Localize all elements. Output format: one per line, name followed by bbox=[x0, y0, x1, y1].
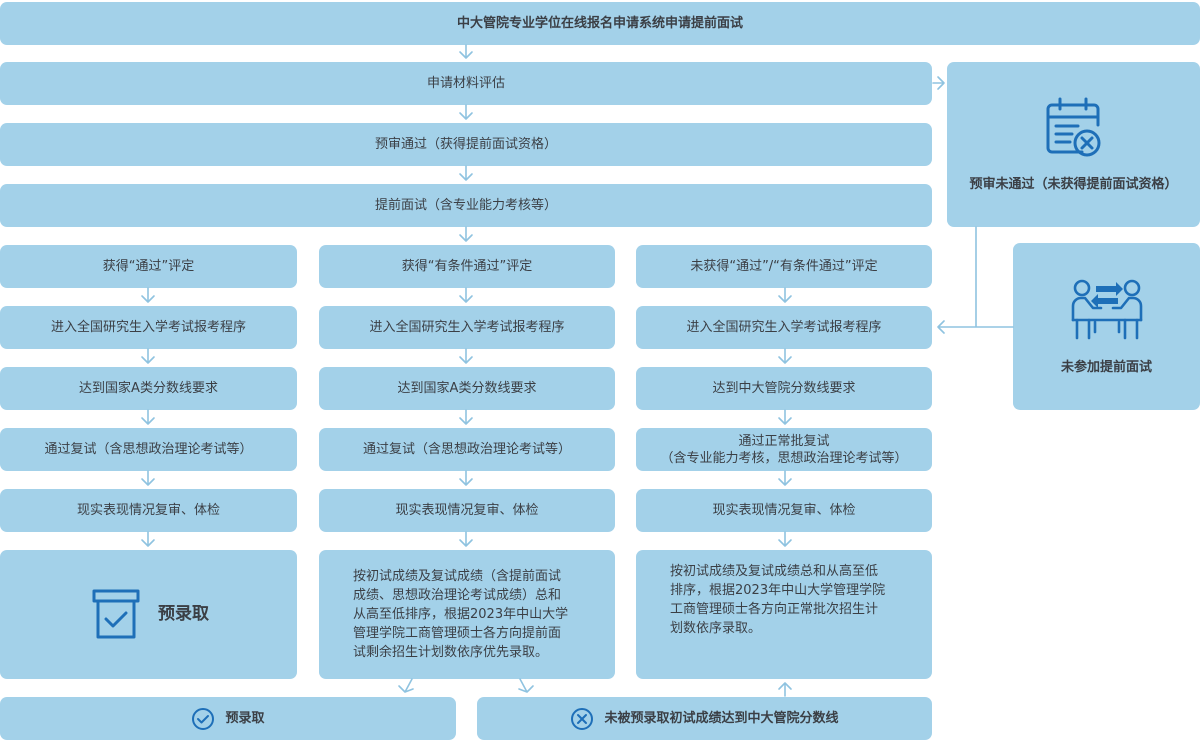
step-evaluation-text: 申请材料评估 bbox=[426, 76, 505, 91]
col2-rule-line: 试剩余招生计划数依序优先录取。 bbox=[353, 645, 549, 660]
col2-row1-text: 获得“有条件通过”评定 bbox=[401, 259, 533, 274]
col1-row5: 现实表现情况复审、体检 bbox=[0, 489, 297, 532]
col2-admission-rule-text: 按初试成绩及复试成绩（含提前面试 成绩、思想政治理论考试成绩）总和 从高至低排序… bbox=[353, 567, 568, 662]
arrow-down bbox=[141, 348, 155, 364]
side-prereview-fail: 预审未通过（未获得提前面试资格） bbox=[947, 62, 1200, 227]
col3-row1: 未获得“通过”/“有条件通过”评定 bbox=[636, 245, 932, 288]
arrow-right bbox=[932, 76, 945, 90]
step-prereview-pass-text: 预审通过（获得提前面试资格） bbox=[374, 137, 557, 152]
arrow-left bbox=[937, 226, 1014, 334]
col2-rule-line: 成绩、思想政治理论考试成绩）总和 bbox=[353, 588, 562, 603]
clipboard-check-icon bbox=[92, 589, 140, 638]
col2-row2-text: 进入全国研究生入学考试报考程序 bbox=[369, 320, 565, 335]
arrow-down bbox=[778, 409, 792, 425]
col2-rule-line: 管理学院工商管理硕士各方向提前面 bbox=[353, 626, 562, 641]
top-title-text: 中大管院专业学位在线报名申请系统申请提前面试 bbox=[456, 16, 743, 31]
col1-row2: 进入全国研究生入学考试报考程序 bbox=[0, 306, 297, 349]
side-no-interview-text: 未参加提前面试 bbox=[1060, 360, 1152, 375]
col3-row3-text: 达到中大管院分数线要求 bbox=[712, 381, 856, 396]
col1-row4: 通过复试（含思想政治理论考试等） bbox=[0, 428, 297, 471]
arrow-down bbox=[459, 470, 473, 486]
arrow-down bbox=[459, 348, 473, 364]
side-prereview-fail-text: 预审未通过（未获得提前面试资格） bbox=[969, 177, 1178, 192]
col2-row4: 通过复试（含思想政治理论考试等） bbox=[319, 428, 615, 471]
col3-admission-rule-text: 按初试成绩及复试成绩总和从高至低 排序，根据2023年中山大学管理学院 工商管理… bbox=[670, 562, 885, 638]
col2-admission-rule: 按初试成绩及复试成绩（含提前面试 成绩、思想政治理论考试成绩）总和 从高至低排序… bbox=[319, 550, 615, 679]
calendar-cancel-icon bbox=[1046, 97, 1100, 157]
arrow-down bbox=[459, 165, 473, 181]
step-evaluation: 申请材料评估 bbox=[0, 62, 932, 105]
col1-row1-text: 获得“通过”评定 bbox=[102, 259, 195, 274]
col2-row3-text: 达到国家A类分数线要求 bbox=[397, 381, 537, 396]
arrow-up bbox=[778, 682, 792, 697]
arrow-diagonal bbox=[518, 678, 534, 693]
cross-circle-icon bbox=[571, 707, 594, 730]
col2-row5-text: 现实表现情况复审、体检 bbox=[395, 503, 539, 518]
col2-row1: 获得“有条件通过”评定 bbox=[319, 245, 615, 288]
arrow-down bbox=[459, 44, 473, 59]
arrow-down bbox=[778, 348, 792, 364]
col3-row5-text: 现实表现情况复审、体检 bbox=[712, 503, 856, 518]
arrow-down bbox=[141, 470, 155, 486]
step-prereview-pass: 预审通过（获得提前面试资格） bbox=[0, 123, 932, 166]
side-no-interview: 未参加提前面试 bbox=[1013, 243, 1200, 410]
arrow-down bbox=[141, 531, 155, 547]
col3-admission-rule: 按初试成绩及复试成绩总和从高至低 排序，根据2023年中山大学管理学院 工商管理… bbox=[636, 550, 932, 679]
check-circle-icon bbox=[192, 707, 215, 730]
col1-row4-text: 通过复试（含思想政治理论考试等） bbox=[44, 442, 253, 457]
bottom-pre-admission-text: 预录取 bbox=[225, 711, 265, 726]
step-early-interview-text: 提前面试（含专业能力考核等） bbox=[374, 198, 557, 213]
col2-row4-text: 通过复试（含思想政治理论考试等） bbox=[362, 442, 571, 457]
col2-rule-line: 按初试成绩及复试成绩（含提前面试 bbox=[353, 569, 562, 584]
arrow-diagonal bbox=[398, 678, 414, 693]
col3-row4: 通过正常批复试 （含专业能力考核，思想政治理论考试等） bbox=[636, 428, 932, 471]
arrow-down bbox=[778, 470, 792, 486]
col3-row4-line: 通过正常批复试 bbox=[738, 433, 830, 449]
col1-pre-admission: 预录取 bbox=[0, 550, 297, 679]
col3-row5: 现实表现情况复审、体检 bbox=[636, 489, 932, 532]
col1-row3: 达到国家A类分数线要求 bbox=[0, 367, 297, 410]
col3-rule-line: 按初试成绩及复试成绩总和从高至低 bbox=[670, 564, 879, 579]
col2-rule-line: 从高至低排序，根据2023年中山大学 bbox=[353, 607, 569, 622]
col1-pre-admission-text: 预录取 bbox=[158, 604, 209, 624]
bottom-not-admitted-text: 未被预录取初试成绩达到中大管院分数线 bbox=[604, 711, 839, 726]
bottom-not-admitted: 未被预录取初试成绩达到中大管院分数线 bbox=[477, 697, 932, 740]
col3-rule-line: 工商管理硕士各方向正常批次招生计 bbox=[670, 602, 879, 617]
arrow-down bbox=[778, 531, 792, 547]
arrow-down bbox=[459, 287, 473, 303]
arrow-down bbox=[141, 409, 155, 425]
col3-row2: 进入全国研究生入学考试报考程序 bbox=[636, 306, 932, 349]
step-early-interview: 提前面试（含专业能力考核等） bbox=[0, 184, 932, 227]
arrow-down bbox=[459, 409, 473, 425]
col3-row2-text: 进入全国研究生入学考试报考程序 bbox=[686, 320, 882, 335]
col2-row2: 进入全国研究生入学考试报考程序 bbox=[319, 306, 615, 349]
meeting-people-icon bbox=[1071, 279, 1142, 340]
arrow-down bbox=[778, 287, 792, 303]
col1-row1: 获得“通过”评定 bbox=[0, 245, 297, 288]
col1-row3-text: 达到国家A类分数线要求 bbox=[79, 381, 218, 396]
top-title: 中大管院专业学位在线报名申请系统申请提前面试 bbox=[0, 2, 1200, 45]
arrow-down bbox=[459, 531, 473, 547]
col2-row5: 现实表现情况复审、体检 bbox=[319, 489, 615, 532]
arrow-down bbox=[459, 226, 473, 242]
arrow-down bbox=[459, 104, 473, 120]
col3-rule-line: 排序，根据2023年中山大学管理学院 bbox=[670, 583, 886, 598]
col2-row3: 达到国家A类分数线要求 bbox=[319, 367, 615, 410]
col1-row5-text: 现实表现情况复审、体检 bbox=[76, 503, 220, 518]
bottom-pre-admission: 预录取 bbox=[0, 697, 456, 740]
col1-row2-text: 进入全国研究生入学考试报考程序 bbox=[50, 320, 246, 335]
arrow-down bbox=[141, 287, 155, 303]
col3-row4-line: （含专业能力考核，思想政治理论考试等） bbox=[660, 450, 908, 466]
col3-rule-line: 划数依序录取。 bbox=[670, 621, 762, 636]
col3-row1-text: 未获得“通过”/“有条件通过”评定 bbox=[690, 259, 878, 274]
col3-row3: 达到中大管院分数线要求 bbox=[636, 367, 932, 410]
